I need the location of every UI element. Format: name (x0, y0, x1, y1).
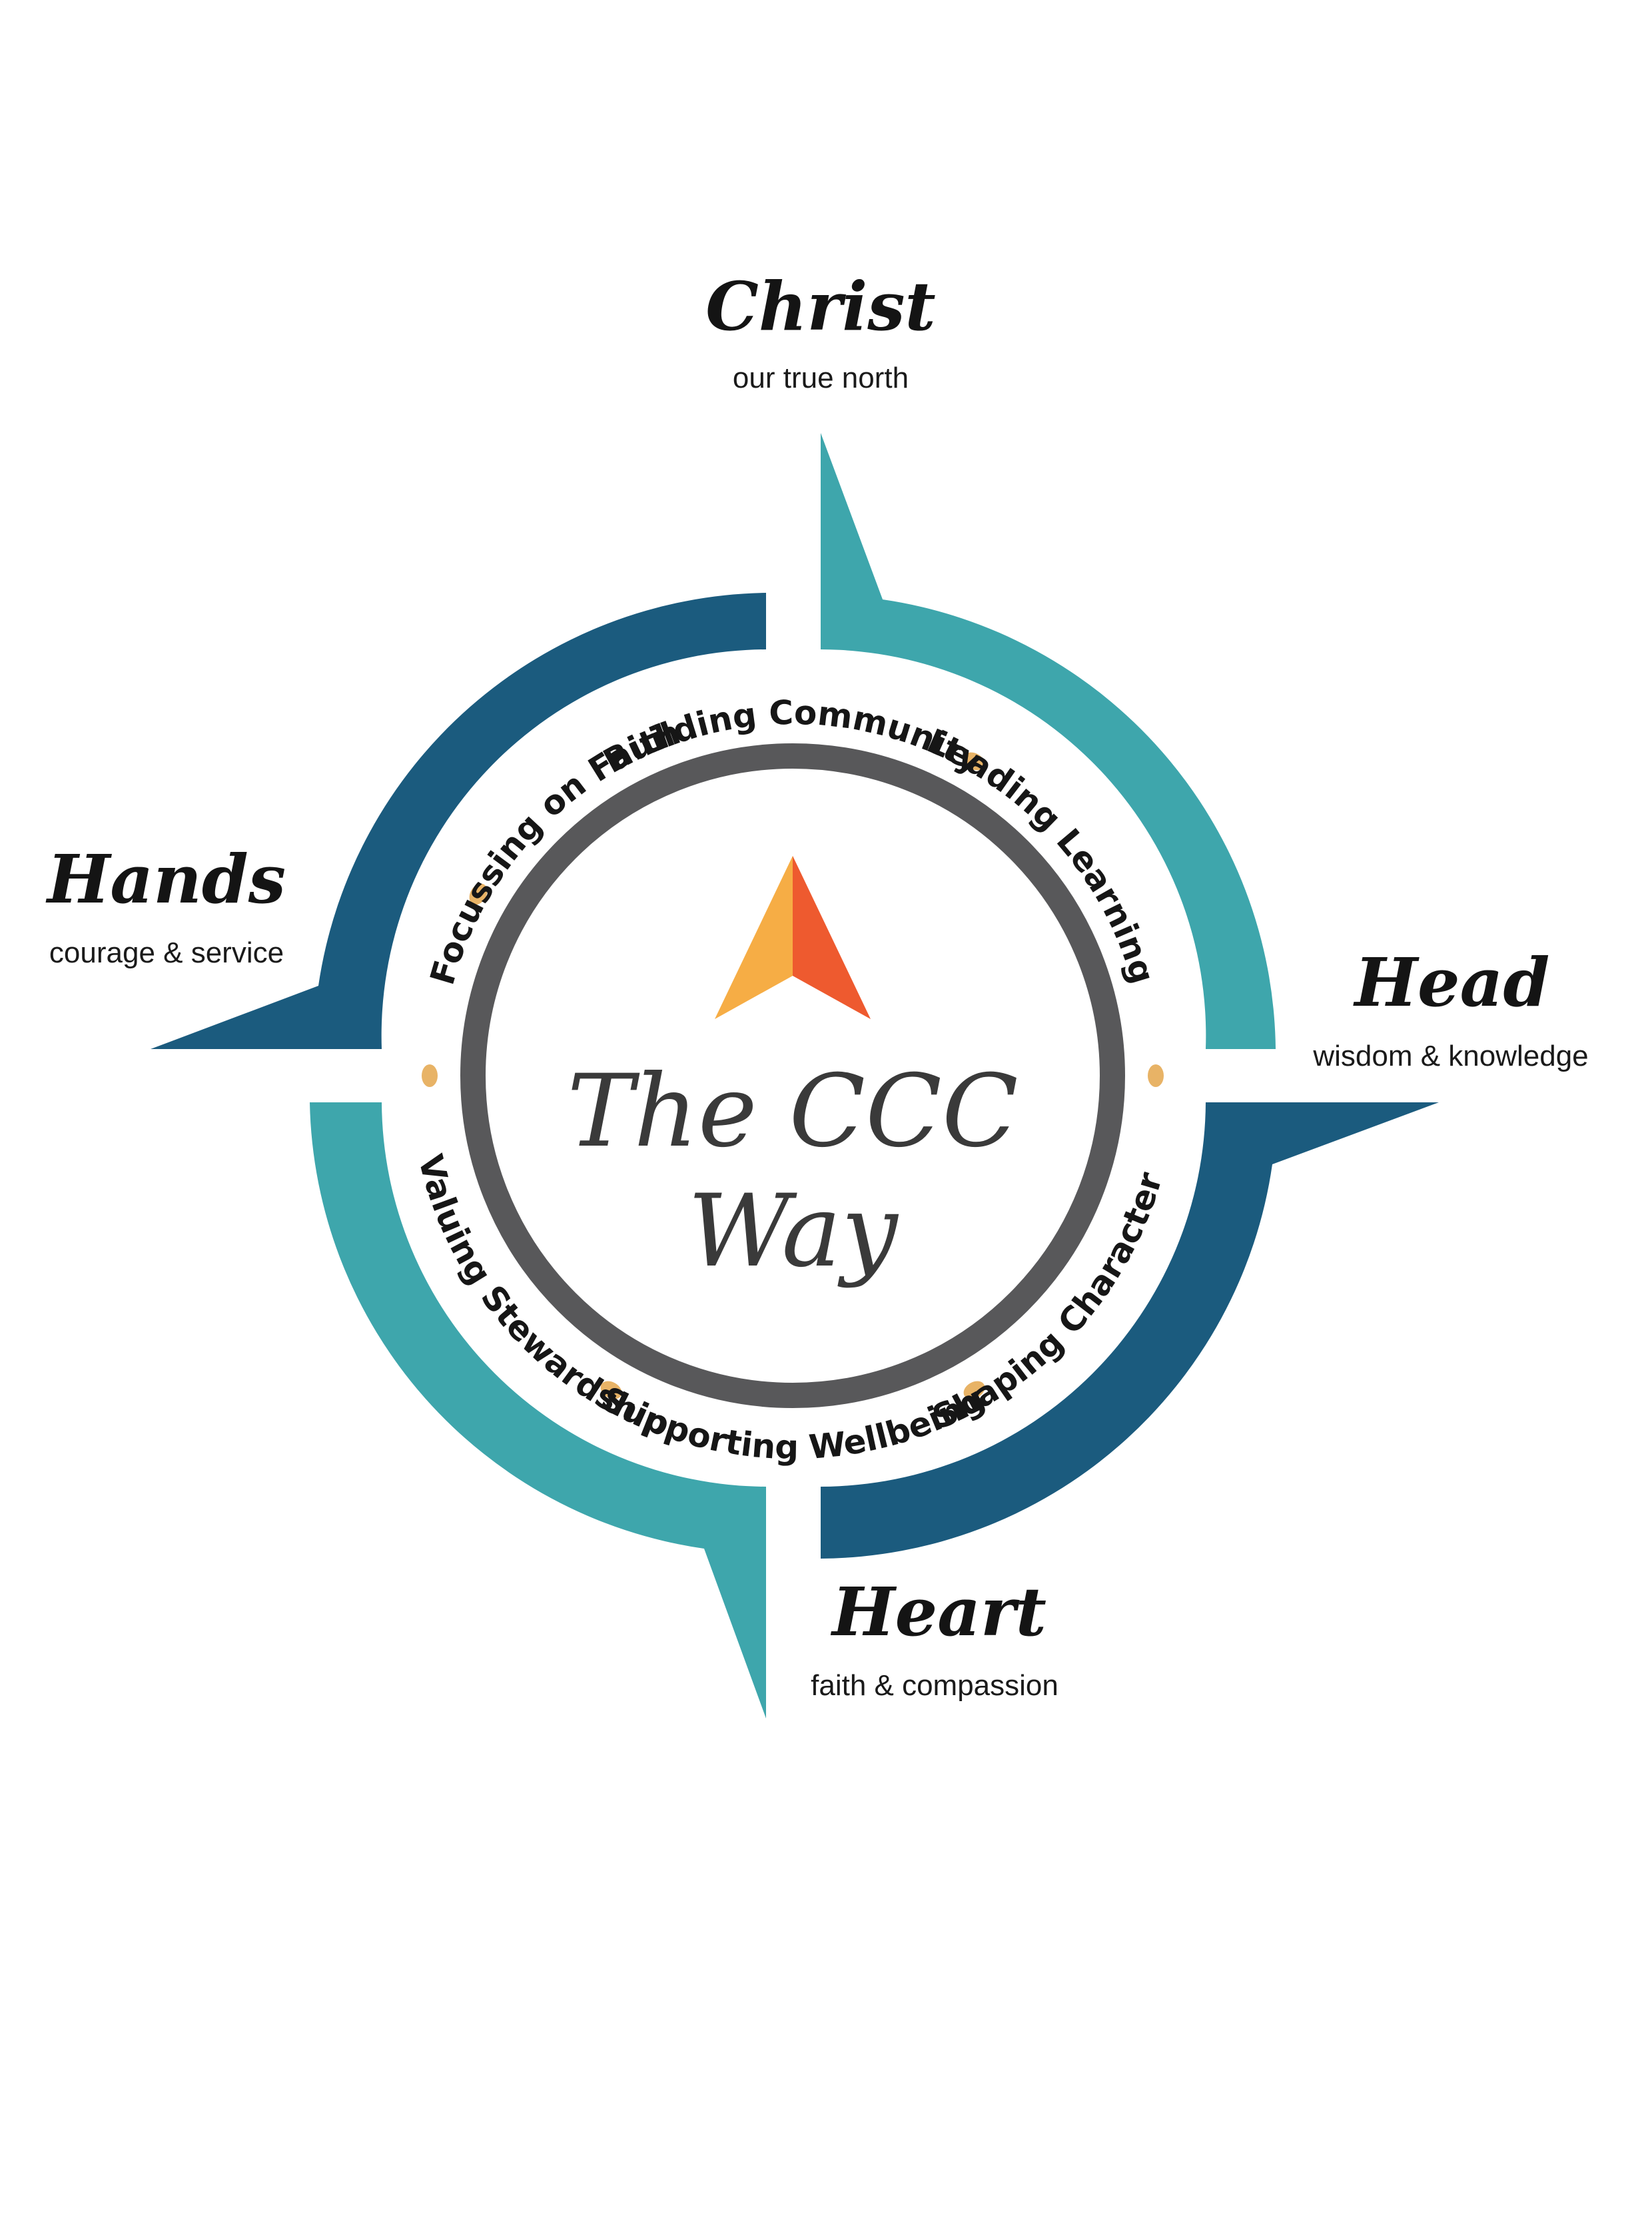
separator-dot (600, 1381, 622, 1399)
north-west-quadrant (151, 593, 766, 1049)
compass-body (151, 433, 1439, 1718)
center-title-line1: The CCC (567, 1054, 1018, 1170)
north-east-quadrant (821, 433, 1276, 1049)
south-east-quadrant (821, 1102, 1439, 1559)
south-subtitle: faith & compassion (811, 1669, 1058, 1702)
separator-dot (963, 1381, 985, 1399)
compass-arrow-icon (715, 856, 871, 1019)
south-title: Heart (830, 1573, 1046, 1651)
east-title: Head (1353, 943, 1550, 1022)
separator-dots (422, 752, 1164, 1399)
separator-dot (963, 752, 985, 771)
west-subtitle: courage & service (49, 936, 284, 969)
separator-dot (422, 1064, 438, 1087)
center-title-line2: Way (687, 1174, 899, 1290)
west-title: Hands (45, 840, 286, 919)
inner-gray-ring (460, 743, 1125, 1408)
separator-dot (1148, 1064, 1164, 1087)
separator-dot (469, 883, 488, 905)
north-subtitle: our true north (733, 362, 909, 394)
south-west-quadrant (310, 1102, 766, 1718)
north-title: Christ (705, 267, 935, 346)
east-subtitle: wisdom & knowledge (1312, 1040, 1588, 1072)
label-band (408, 691, 1178, 1461)
